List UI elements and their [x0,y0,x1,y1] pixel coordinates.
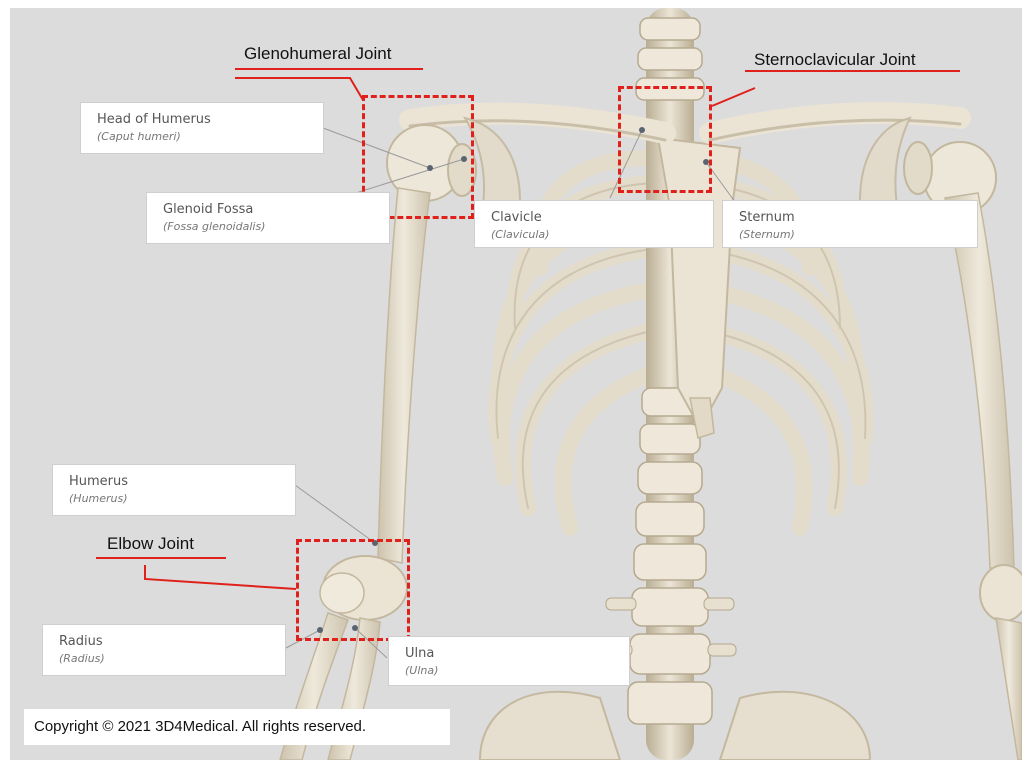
label-name: Head of Humerus [97,111,311,129]
elbow-joint-box [296,539,410,641]
label-ulna[interactable]: Ulna (Ulna) [388,636,630,686]
label-name: Clavicle [491,209,701,227]
label-sternum[interactable]: Sternum (Sternum) [722,200,978,248]
label-latin: (Clavicula) [491,227,701,243]
label-latin: (Humerus) [69,491,283,507]
label-humerus[interactable]: Humerus (Humerus) [52,464,296,516]
label-latin: (Sternum) [739,227,965,243]
label-name: Humerus [69,473,283,491]
label-latin: (Ulna) [405,663,617,679]
anatomy-illustration: Glenohumeral Joint Sternoclavicular Join… [10,8,1022,760]
elbow-joint-underline [96,557,226,559]
label-head-of-humerus[interactable]: Head of Humerus (Caput humeri) [80,102,324,154]
label-name: Radius [59,633,273,651]
glenohumeral-joint-title: Glenohumeral Joint [244,44,391,64]
label-latin: (Caput humeri) [97,129,311,145]
label-clavicle[interactable]: Clavicle (Clavicula) [474,200,714,248]
elbow-joint-title: Elbow Joint [107,534,194,554]
glenohumeral-joint-underline [235,68,423,70]
label-name: Sternum [739,209,965,227]
label-name: Glenoid Fossa [163,201,377,219]
label-latin: (Fossa glenoidalis) [163,219,377,235]
label-name: Ulna [405,645,617,663]
copyright-notice: Copyright © 2021 3D4Medical. All rights … [24,709,450,745]
label-radius[interactable]: Radius (Radius) [42,624,286,676]
sternoclavicular-joint-underline [745,70,960,72]
sternoclavicular-joint-box [618,86,712,193]
label-latin: (Radius) [59,651,273,667]
label-glenoid-fossa[interactable]: Glenoid Fossa (Fossa glenoidalis) [146,192,390,244]
sternoclavicular-joint-title: Sternoclavicular Joint [754,50,916,70]
